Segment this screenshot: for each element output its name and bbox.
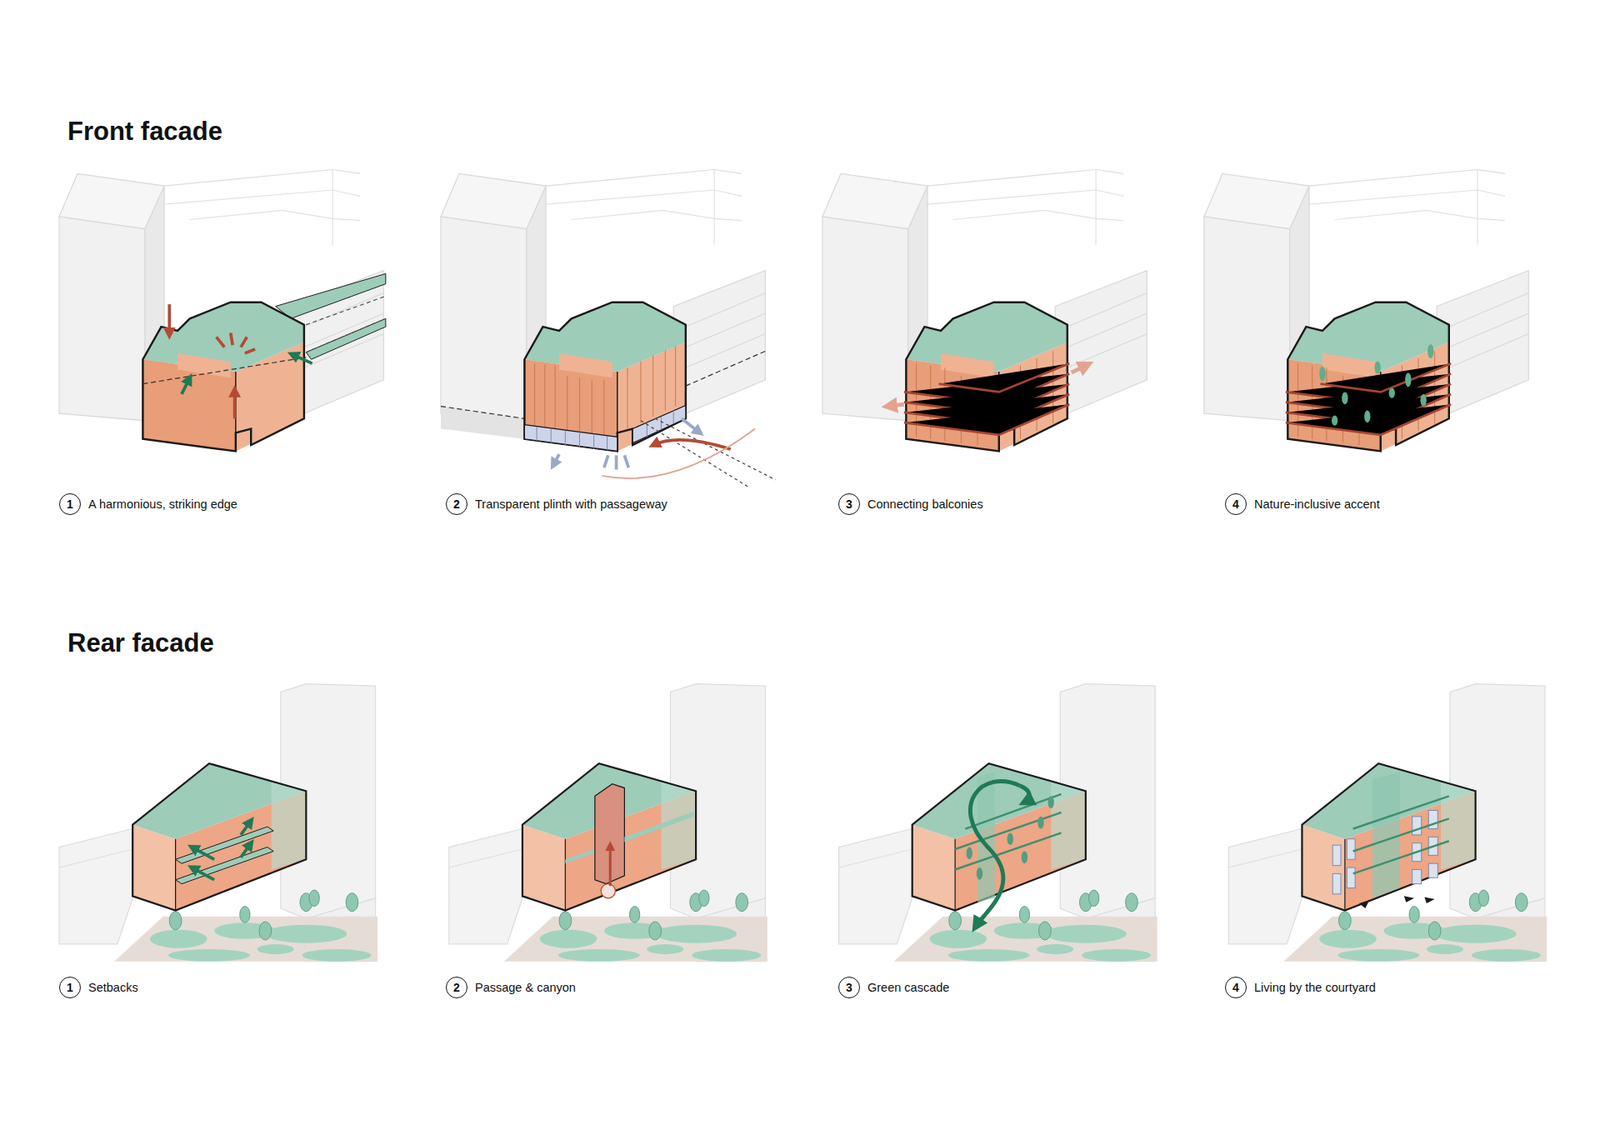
section-title: Front facade xyxy=(67,115,223,147)
callout-number: 2 xyxy=(445,976,468,999)
callout-number: 1 xyxy=(59,493,81,515)
callout: 2 Passage & canyon xyxy=(445,976,576,999)
callout: 3 Green cascade xyxy=(838,976,950,999)
caption-text: Transparent plinth with passageway xyxy=(475,497,668,511)
callout: 2 Transparent plinth with passageway xyxy=(445,493,668,515)
callout: 1 Setbacks xyxy=(59,976,139,999)
callout: 4 Nature-inclusive accent xyxy=(1225,493,1380,515)
callout: 3 Connecting balconies xyxy=(838,493,984,515)
caption-text: Connecting balconies xyxy=(867,497,984,511)
callout-number: 2 xyxy=(445,493,468,515)
callout: 1 A harmonious, striking edge xyxy=(59,493,238,515)
caption-text: Green cascade xyxy=(867,980,950,995)
caption-text: Nature-inclusive accent xyxy=(1254,497,1380,511)
section-title: Rear facade xyxy=(67,627,215,659)
caption-text: A harmonious, striking edge xyxy=(88,497,238,511)
callout-number: 4 xyxy=(1225,493,1247,515)
callout-number: 4 xyxy=(1225,976,1247,999)
callout: 4 Living by the courtyard xyxy=(1225,976,1376,999)
callout-number: 1 xyxy=(59,976,81,999)
caption-text: Passage & canyon xyxy=(475,980,576,995)
callout-number: 3 xyxy=(838,493,860,515)
callout-number: 3 xyxy=(838,976,860,999)
caption-text: Setbacks xyxy=(88,980,139,995)
caption-text: Living by the courtyard xyxy=(1254,980,1376,995)
